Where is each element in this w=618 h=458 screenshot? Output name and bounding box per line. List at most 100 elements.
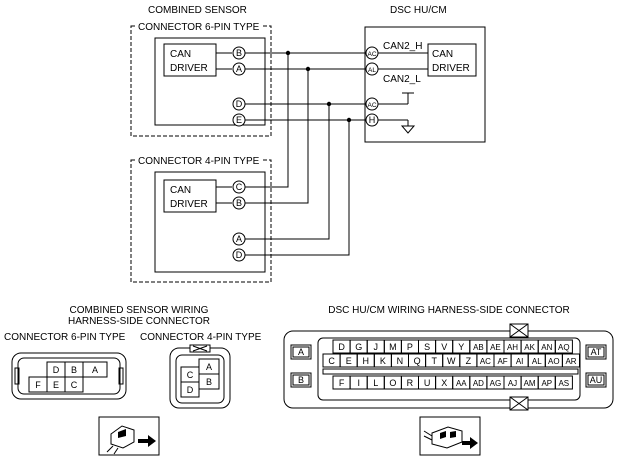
dsc-cavity-label: U (424, 378, 431, 388)
conn6-cell: E (53, 380, 59, 390)
dsc-unit (364, 26, 486, 143)
dsc-cavity-label: AH (507, 343, 518, 352)
dsc-cavity-label: AG (490, 379, 502, 388)
dsc-cavity-label: I (357, 378, 360, 388)
dsc-cavity-label: AJ (508, 379, 517, 388)
wiring-lines (245, 52, 366, 256)
dsc-cavity-label: AM (524, 379, 536, 388)
conn4-cell: D (187, 385, 194, 395)
conn4-cell: C (187, 370, 194, 380)
dsc-cavity-label: M (389, 342, 397, 352)
pin-label: AC (367, 51, 376, 58)
combined-sensor-6pin-unit (154, 37, 266, 126)
conn6-cell: B (71, 365, 77, 375)
dsc-cavity-label: R (407, 378, 414, 388)
conn6-label: CONNECTOR 6-PIN TYPE (4, 332, 126, 343)
dsc-cavity-label: L (373, 378, 378, 388)
dsc-cavity-label: C (328, 356, 335, 366)
conn6-body (11, 352, 127, 400)
dsc-cavity-label: N (397, 356, 404, 366)
dsc-cavity-label: AF (497, 357, 507, 366)
arrow-icon (462, 437, 478, 449)
dsc-cavity-label: K (380, 356, 386, 366)
connector-4pin-title: CONNECTOR 4-PIN TYPE (138, 156, 260, 167)
dsc-connector-title: DSC HU/CM WIRING HARNESS-SIDE CONNECTOR (328, 305, 570, 316)
dsc-side-cell: B (298, 375, 304, 385)
dsc-cavity-label: W (447, 356, 456, 366)
can-driver-text: DRIVER (170, 199, 208, 210)
connector-6pin-title: CONNECTOR 6-PIN TYPE (138, 22, 260, 33)
arrow-icon (138, 435, 156, 447)
pin-label: B (236, 198, 242, 208)
plug-illustration-right (419, 416, 481, 456)
junction-dots (285, 50, 352, 123)
dsc-cavity-label: AE (490, 343, 501, 352)
conn4-cell: B (206, 377, 212, 387)
conn4-label: CONNECTOR 4-PIN TYPE (140, 332, 262, 343)
plug-illustration-left (98, 416, 160, 456)
dsc-connector-body (283, 330, 614, 409)
pin-label: AC (367, 102, 376, 109)
pin-label: C (236, 182, 243, 192)
dsc-cavity-label: X (441, 378, 447, 388)
pin-label: D (236, 99, 243, 109)
dsc-cavity-label: J (374, 342, 379, 352)
ground-symbol (400, 125, 416, 134)
dsc-cavity-label: AK (524, 343, 535, 352)
cs-connector-title-2: HARNESS-SIDE CONNECTOR (68, 316, 210, 327)
dsc-cavity-label: AL (532, 357, 542, 366)
combined-sensor-4pin-unit (154, 171, 266, 273)
dsc-cavity-label: AS (558, 379, 569, 388)
dsc-title: DSC HU/CM (390, 5, 447, 16)
dsc-can-driver-box (427, 43, 477, 77)
dsc-cavity-label: S (424, 342, 430, 352)
pin-label: B (236, 48, 242, 58)
dsc-cavity-label: Q (414, 356, 421, 366)
can2-l-label: CAN2_L (383, 74, 421, 85)
dsc-cavity-label: O (389, 378, 396, 388)
dsc-cavity-label: AD (473, 379, 484, 388)
dsc-cavity-label: Y (458, 342, 464, 352)
dsc-cavity-label: F (339, 378, 345, 388)
pin-label: D (236, 250, 243, 260)
dsc-cavity-label: AQ (558, 343, 570, 352)
conn4-body (169, 347, 231, 409)
conn6-cell: A (92, 365, 98, 375)
dsc-cavity-label: AR (565, 357, 576, 366)
conn6-cell: F (35, 380, 41, 390)
pin-label: H (369, 115, 376, 125)
dsc-side-cell: AT (591, 347, 602, 357)
conn6-cell: D (53, 365, 60, 375)
dsc-cavity-label: H (363, 356, 370, 366)
can2-h-label: CAN2_H (383, 41, 422, 52)
dsc-cavity-label: E (346, 356, 352, 366)
dsc-cavity-label: D (338, 342, 345, 352)
pin-label: AL (368, 67, 376, 74)
dsc-side-cell: AU (590, 375, 603, 385)
can-driver-box-4pin (163, 179, 217, 213)
dsc-cavity-label: G (355, 342, 362, 352)
can-driver-text: CAN (432, 49, 453, 60)
dsc-center-rail (322, 368, 579, 375)
dsc-cavity (554, 339, 573, 354)
dsc-cavity-label: AN (541, 343, 552, 352)
dsc-cavity-label: AI (516, 357, 524, 366)
can-driver-text: DRIVER (432, 63, 470, 74)
dsc-cavity-label: T (431, 356, 437, 366)
dsc-side-cell: A (298, 347, 304, 357)
can-driver-text: CAN (170, 49, 191, 60)
dsc-cavity (554, 375, 573, 390)
dsc-cavity-label: AO (548, 357, 560, 366)
dsc-cavity-label: V (441, 342, 447, 352)
can-driver-text: CAN (170, 185, 191, 196)
pin-label: A (236, 64, 242, 74)
dsc-cavity-label: AB (473, 343, 484, 352)
pin-label: E (236, 115, 242, 125)
cs-connector-title-1: COMBINED SENSOR WIRING (70, 305, 209, 316)
conn4-cell: A (206, 362, 212, 372)
dsc-cavity-label: Z (466, 356, 472, 366)
dsc-cavity-label: AA (456, 379, 467, 388)
